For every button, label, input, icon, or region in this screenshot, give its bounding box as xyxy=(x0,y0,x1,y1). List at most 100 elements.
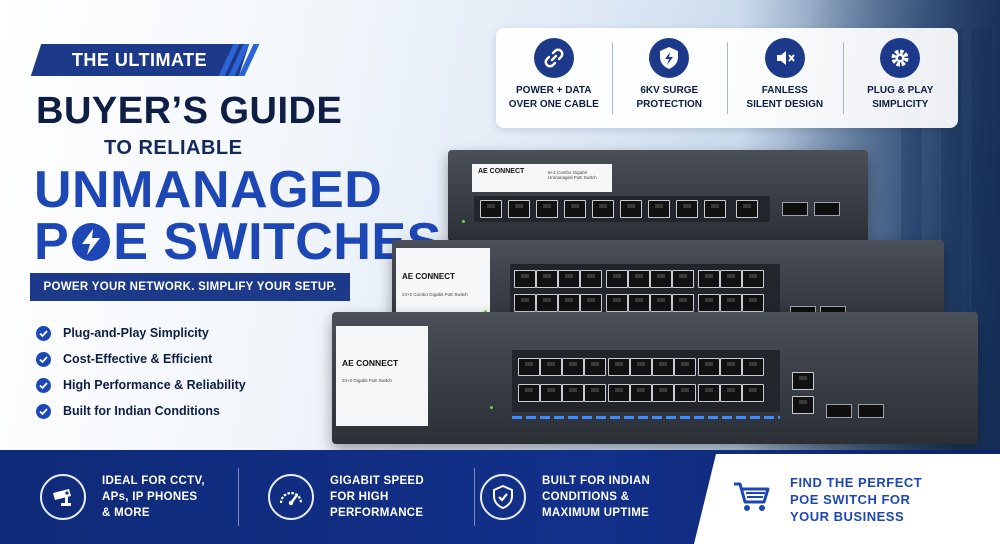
ethernet-port xyxy=(480,200,502,218)
bottom-item-cctv: IDEAL FOR CCTV,APs, IP PHONES& MORE xyxy=(40,450,205,544)
ethernet-port xyxy=(698,270,720,288)
feature-item: High Performance & Reliability xyxy=(36,372,246,398)
ethernet-port xyxy=(540,384,562,402)
sfp-port xyxy=(814,202,840,216)
ethernet-port xyxy=(672,294,694,312)
ethernet-port xyxy=(514,294,536,312)
ethernet-port xyxy=(628,294,650,312)
brand-logo: AE CONNECT xyxy=(478,168,525,175)
ethernet-port xyxy=(580,294,602,312)
ethernet-port xyxy=(518,384,540,402)
ethernet-port xyxy=(558,270,580,288)
ethernet-port xyxy=(742,294,764,312)
ethernet-port xyxy=(674,384,696,402)
ethernet-port xyxy=(518,358,540,376)
switch-label xyxy=(336,326,428,426)
ethernet-port xyxy=(540,358,562,376)
ethernet-port xyxy=(628,270,650,288)
tagline-banner: POWER YOUR NETWORK. SIMPLIFY YOUR SETUP. xyxy=(30,273,350,301)
ethernet-port xyxy=(742,358,764,376)
ethernet-port xyxy=(536,294,558,312)
ethernet-port xyxy=(720,294,742,312)
ethernet-port xyxy=(736,200,758,218)
badge-stripes xyxy=(196,44,260,76)
led-strip xyxy=(512,416,780,419)
ethernet-port xyxy=(620,200,642,218)
uplink-port xyxy=(792,396,814,414)
ethernet-port xyxy=(652,358,674,376)
ethernet-port xyxy=(562,358,584,376)
check-icon xyxy=(36,325,51,341)
ethernet-port xyxy=(652,384,674,402)
link-icon xyxy=(533,38,574,78)
ethernet-port xyxy=(592,200,614,218)
ethernet-port xyxy=(676,200,698,218)
power-led xyxy=(490,406,493,409)
ethernet-port xyxy=(584,358,606,376)
ethernet-port xyxy=(648,200,670,218)
feature-list: Plug-and-Play Simplicity Cost-Effective … xyxy=(36,320,246,424)
bottom-divider xyxy=(474,468,475,526)
ethernet-port xyxy=(742,270,764,288)
ethernet-port xyxy=(742,384,764,402)
lightning-bolt-icon xyxy=(72,223,111,261)
switch-label xyxy=(472,164,612,192)
ethernet-port xyxy=(698,294,720,312)
ethernet-port xyxy=(650,270,672,288)
ethernet-port xyxy=(674,358,696,376)
ethernet-port xyxy=(720,384,742,402)
ethernet-port xyxy=(514,270,536,288)
brand-logo: AE CONNECT xyxy=(402,272,455,281)
shield-bolt-icon xyxy=(649,38,690,78)
feature-item: Plug-and-Play Simplicity xyxy=(36,320,246,346)
ethernet-port xyxy=(630,384,652,402)
ethernet-port xyxy=(608,384,630,402)
ethernet-port xyxy=(608,358,630,376)
ethernet-port xyxy=(672,270,694,288)
headline-to-reliable: TO RELIABLE xyxy=(104,137,243,159)
ethernet-port xyxy=(564,200,586,218)
headline-buyers-guide: BUYER’S GUIDE xyxy=(36,90,343,132)
ethernet-port xyxy=(562,384,584,402)
shield-check-icon xyxy=(480,474,526,520)
ethernet-port xyxy=(606,294,628,312)
ethernet-port xyxy=(704,200,726,218)
brand-logo: AE CONNECT xyxy=(342,358,399,368)
ethernet-port xyxy=(536,270,558,288)
check-icon xyxy=(36,403,51,419)
ethernet-port xyxy=(698,384,720,402)
cart-icon xyxy=(732,480,772,518)
gear-icon xyxy=(880,38,921,78)
cctv-icon xyxy=(40,474,86,520)
power-led xyxy=(462,220,465,223)
sfp-port xyxy=(826,404,852,418)
model-text: 24+2 Combo Gigabit PoE Switch xyxy=(402,292,468,297)
switch-10-port: AE CONNECT 8+2 Combo Gigabit Unmanaged P… xyxy=(448,150,868,242)
ethernet-port xyxy=(698,358,720,376)
speedometer-icon xyxy=(268,474,314,520)
hero-banner: THE ULTIMATE BUYER’S GUIDE TO RELIABLE U… xyxy=(0,0,1000,450)
uplink-port xyxy=(792,372,814,390)
sfp-port xyxy=(782,202,808,216)
check-icon xyxy=(36,377,51,393)
feature-item: Built for Indian Conditions xyxy=(36,398,246,424)
headline-unmanaged: UNMANAGED xyxy=(34,161,383,219)
ethernet-port xyxy=(720,270,742,288)
ethernet-port xyxy=(606,270,628,288)
ethernet-port xyxy=(536,200,558,218)
power-led xyxy=(484,310,487,313)
check-icon xyxy=(36,351,51,367)
switch-26-port-bottom: AE CONNECT 24+2 Gigabit PoE Switch xyxy=(332,312,978,444)
mute-icon xyxy=(764,38,805,78)
sfp-port xyxy=(858,404,884,418)
ethernet-port xyxy=(650,294,672,312)
feature-item: Cost-Effective & Efficient xyxy=(36,346,246,372)
